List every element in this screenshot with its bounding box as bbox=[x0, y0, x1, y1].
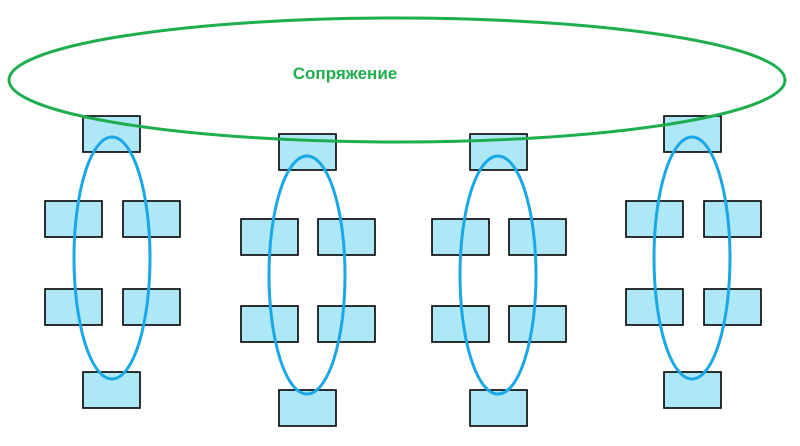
coupling-label: Сопряжение bbox=[293, 64, 397, 83]
group-4-box-left-2 bbox=[625, 288, 684, 326]
group-3-ellipse bbox=[458, 154, 538, 396]
group-2-bottom-box bbox=[278, 389, 337, 427]
group-1-box-right-2 bbox=[122, 288, 181, 326]
group-1-box-left-2 bbox=[44, 288, 103, 326]
group-3-box-right-1 bbox=[508, 218, 567, 256]
group-3-bottom-box bbox=[469, 389, 528, 427]
node-group-4 bbox=[625, 115, 762, 409]
group-3-box-right-2 bbox=[508, 305, 567, 343]
group-2-box-right-2 bbox=[317, 305, 376, 343]
group-3-box-left-2 bbox=[431, 305, 490, 343]
group-4-ellipse bbox=[652, 135, 732, 381]
group-4-box-right-1 bbox=[703, 200, 762, 238]
group-1-ellipse bbox=[72, 135, 152, 381]
node-group-3 bbox=[431, 133, 567, 427]
node-group-1 bbox=[44, 115, 181, 409]
group-4-bottom-box bbox=[663, 371, 722, 409]
node-group-2 bbox=[240, 133, 376, 427]
group-2-box-right-1 bbox=[317, 218, 376, 256]
group-1-box-right-1 bbox=[122, 200, 181, 238]
group-1-bottom-box bbox=[82, 371, 141, 409]
group-4-box-right-2 bbox=[703, 288, 762, 326]
group-2-ellipse bbox=[267, 154, 347, 396]
coupling-ellipse bbox=[7, 16, 787, 144]
